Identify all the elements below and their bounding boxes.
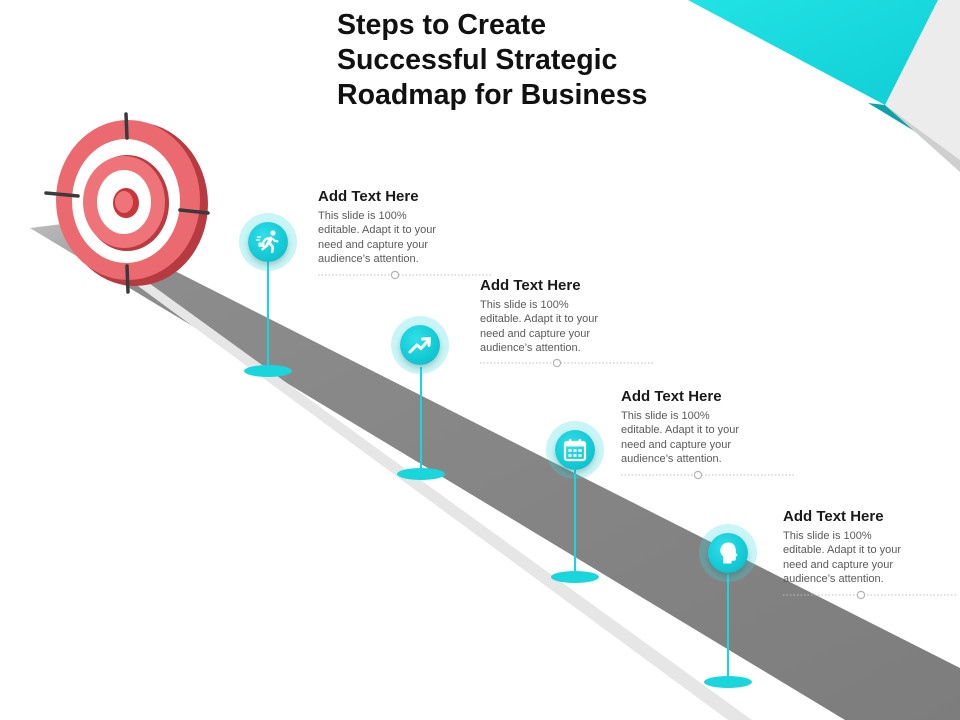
- step-1-desc-line-2: editable. Adapt it to your: [318, 224, 437, 237]
- step-4-desc-line-3: need and capture your: [783, 558, 894, 571]
- step-3-text: Add Text Here This slide is 100% editabl…: [621, 388, 801, 466]
- step-4-desc-line-2: editable. Adapt it to your: [783, 544, 902, 557]
- pin-3: [551, 470, 599, 583]
- step-1-desc-line-4: audience’s attention.: [318, 252, 419, 265]
- corner-teal-fold: [868, 103, 916, 132]
- corner-grey-shape: [885, 0, 960, 172]
- step-3-heading: Add Text Here: [621, 388, 722, 405]
- step-2-desc-line-2: editable. Adapt it to your: [480, 313, 599, 326]
- step-1-heading: Add Text Here: [318, 188, 419, 205]
- target-icon: [44, 112, 210, 294]
- title-line-2: Successful Strategic: [337, 44, 618, 76]
- page-title: Steps to Create Successful Strategic Roa…: [337, 8, 757, 113]
- step-3-desc-line-3: need and capture your: [621, 438, 732, 451]
- head-profile-icon: [708, 533, 748, 573]
- calendar-icon: [555, 430, 595, 470]
- running-man-icon: [248, 222, 288, 262]
- step-4-text: Add Text Here This slide is 100% editabl…: [783, 508, 960, 586]
- step-2-heading: Add Text Here: [480, 277, 581, 294]
- title-line-3: Roadmap for Business: [337, 79, 648, 111]
- pin-2: [397, 367, 445, 480]
- step-2-desc-line-3: need and capture your: [480, 327, 591, 340]
- step-4-desc-line-4: audience’s attention.: [783, 572, 884, 585]
- step-1-desc-line-1: This slide is 100%: [318, 210, 407, 222]
- step-2-text: Add Text Here This slide is 100% editabl…: [480, 277, 660, 355]
- step-2-description: This slide is 100% editable. Adapt it to…: [480, 298, 660, 355]
- step-3-desc-line-1: This slide is 100%: [621, 410, 710, 422]
- step-1-text: Add Text Here This slide is 100% editabl…: [318, 188, 498, 266]
- separator-dot-3: [693, 470, 703, 480]
- step-3-description: This slide is 100% editable. Adapt it to…: [621, 409, 801, 466]
- separator-dot-2: [552, 358, 562, 368]
- step-4-desc-line-1: This slide is 100%: [783, 530, 872, 542]
- step-2-desc-line-1: This slide is 100%: [480, 299, 569, 311]
- separator-dot-1: [390, 270, 400, 280]
- separator-dot-4: [856, 590, 866, 600]
- trend-up-arrow-icon: [400, 325, 440, 365]
- step-3-desc-line-4: audience’s attention.: [621, 452, 722, 465]
- pin-4: [704, 574, 752, 688]
- corner-teal-shape: [688, 0, 938, 105]
- step-1-desc-line-3: need and capture your: [318, 238, 429, 251]
- step-1-description: This slide is 100% editable. Adapt it to…: [318, 209, 498, 266]
- step-4-heading: Add Text Here: [783, 508, 884, 525]
- step-2-desc-line-4: audience’s attention.: [480, 341, 581, 354]
- corner-grey-shadow: [885, 105, 960, 172]
- step-3-desc-line-2: editable. Adapt it to your: [621, 424, 740, 437]
- pin-1: [244, 262, 292, 377]
- step-4-description: This slide is 100% editable. Adapt it to…: [783, 529, 960, 586]
- title-line-1: Steps to Create: [337, 9, 547, 41]
